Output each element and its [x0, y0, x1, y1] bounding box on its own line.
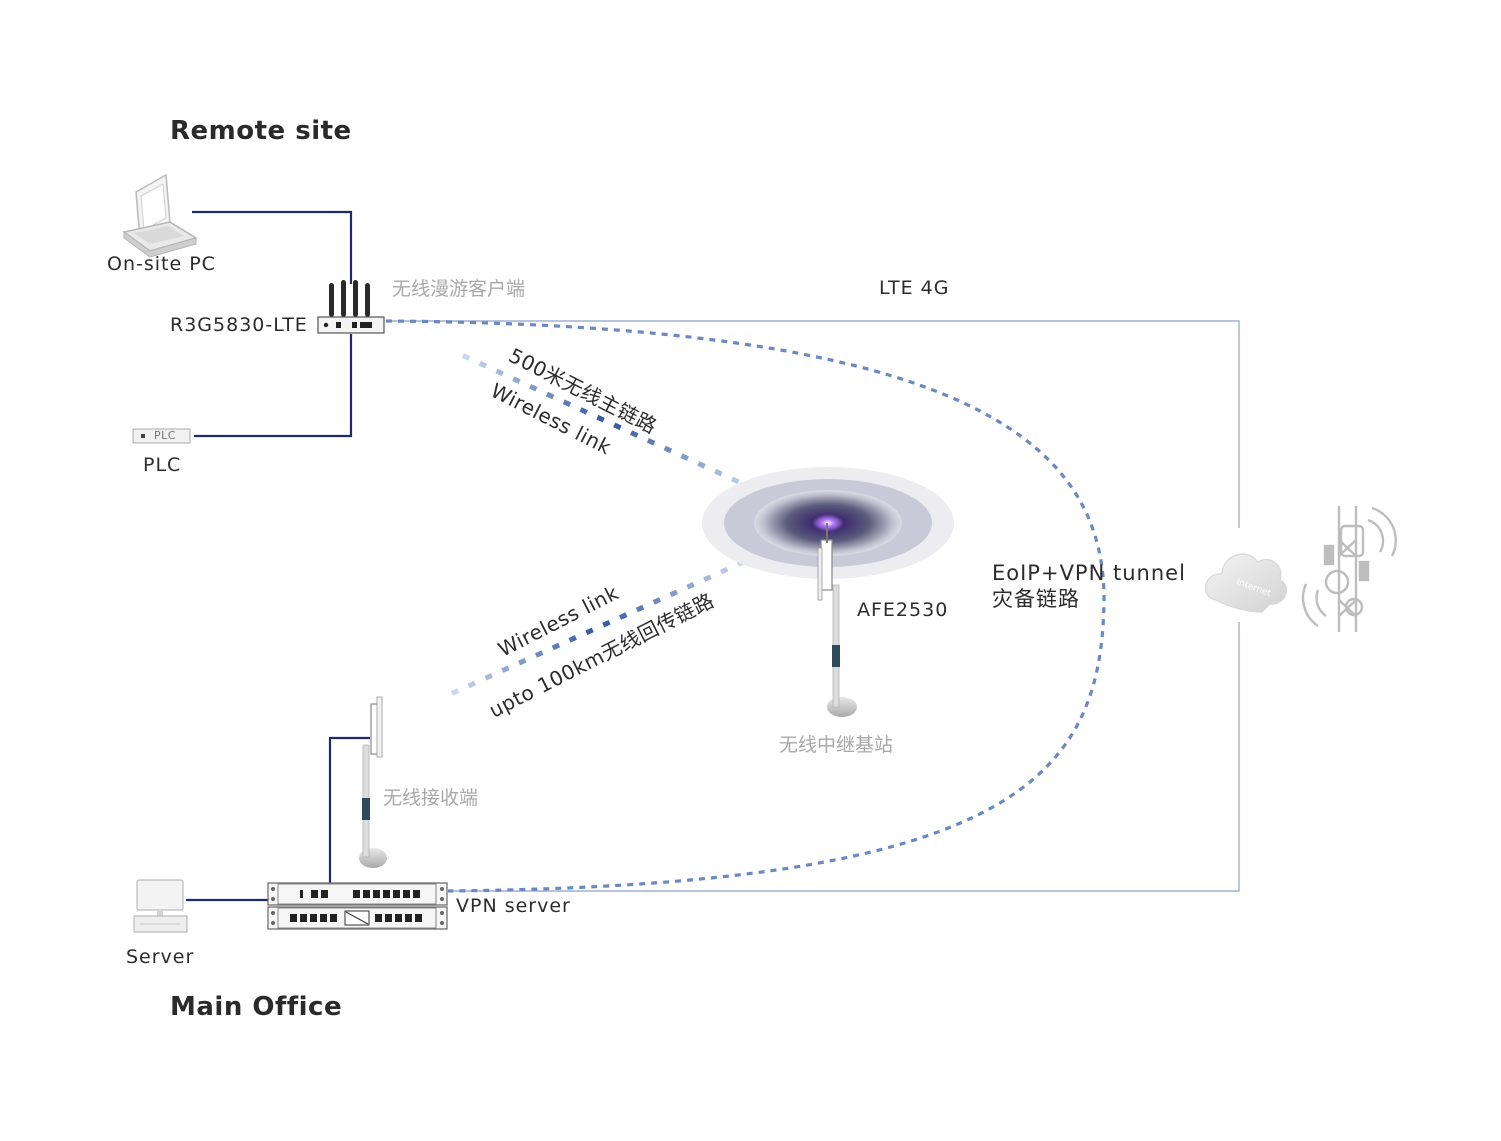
beam-dot — [619, 612, 628, 620]
beam-dot — [512, 376, 521, 384]
beam-dot — [602, 619, 611, 628]
remote-site-heading: Remote site — [170, 116, 352, 146]
beam-dot — [518, 657, 527, 666]
lte-link-line-lower — [448, 622, 1240, 892]
beam-dot — [467, 680, 477, 689]
beam-dot — [646, 438, 656, 446]
router-to-plc-line — [194, 334, 353, 438]
wireless-main-link-beam — [461, 353, 757, 492]
relay-model-label: AFE2530 — [857, 599, 949, 621]
beam-dot — [680, 453, 689, 461]
main-office-heading: Main Office — [170, 992, 343, 1022]
beam-dot — [545, 391, 555, 400]
wired-links — [186, 210, 370, 902]
beam-dot — [478, 360, 488, 369]
lte-link-line — [386, 320, 1240, 528]
receiver-pole-icon — [359, 696, 387, 868]
beam-dot — [450, 688, 460, 696]
beam-dot — [585, 627, 594, 636]
beam-dot — [461, 353, 471, 361]
beam-dot — [630, 430, 639, 438]
vpn-server-label: VPN server — [456, 895, 571, 917]
relay-station-caption: 无线中继基站 — [779, 734, 894, 756]
beam-dot — [579, 407, 588, 415]
cell-tower-icon — [1301, 506, 1397, 632]
beam-dot — [568, 635, 577, 643]
beam-dot — [613, 422, 622, 431]
internet-cloud-icon: Internet — [1205, 553, 1288, 613]
roaming-client-caption: 无线漫游客户端 — [392, 278, 526, 300]
beam-dot — [669, 589, 678, 598]
beam-dot — [534, 650, 544, 658]
beam-dot — [562, 399, 572, 407]
vpn-server-icon — [267, 882, 448, 930]
pc-to-router-line — [192, 210, 353, 284]
receiver-caption: 无线接收端 — [383, 787, 479, 809]
beam-dot — [495, 368, 504, 377]
beam-dot — [652, 597, 662, 605]
beam-dot — [596, 414, 605, 423]
lte-label: LTE 4G — [879, 277, 950, 299]
beam-dot — [730, 476, 740, 485]
wireless-backhaul-beam — [450, 559, 746, 696]
plc-device-icon — [132, 428, 191, 444]
laptop-icon — [122, 173, 198, 258]
antenna-to-vpn-line — [328, 736, 370, 883]
relay-pole-icon — [817, 523, 857, 717]
server-label: Server — [126, 946, 195, 968]
beam-dot — [719, 566, 729, 575]
onsite-pc-label: On-site PC — [107, 253, 216, 275]
tunnel-en-label: EoIP+VPN tunnel — [992, 561, 1186, 585]
plc-badge-text: PLC — [154, 429, 176, 442]
beam-dot — [635, 604, 645, 613]
beam-dot — [484, 673, 493, 681]
vpn-tunnel-dashed-line — [385, 319, 1106, 893]
beam-dot — [529, 384, 538, 392]
router-label: R3G5830-LTE — [170, 314, 308, 336]
beam-dot — [501, 665, 510, 673]
beam-dot — [551, 642, 561, 651]
beam-dot — [714, 468, 723, 477]
beam-dot — [697, 461, 706, 469]
lte-router-icon — [317, 280, 385, 334]
tunnel-cn-label: 灾备链路 — [992, 587, 1080, 611]
server-icon — [133, 879, 188, 933]
beam-dot — [663, 445, 673, 454]
beam-dot — [686, 582, 695, 590]
plc-label: PLC — [143, 454, 182, 476]
beam-dot — [703, 574, 712, 582]
